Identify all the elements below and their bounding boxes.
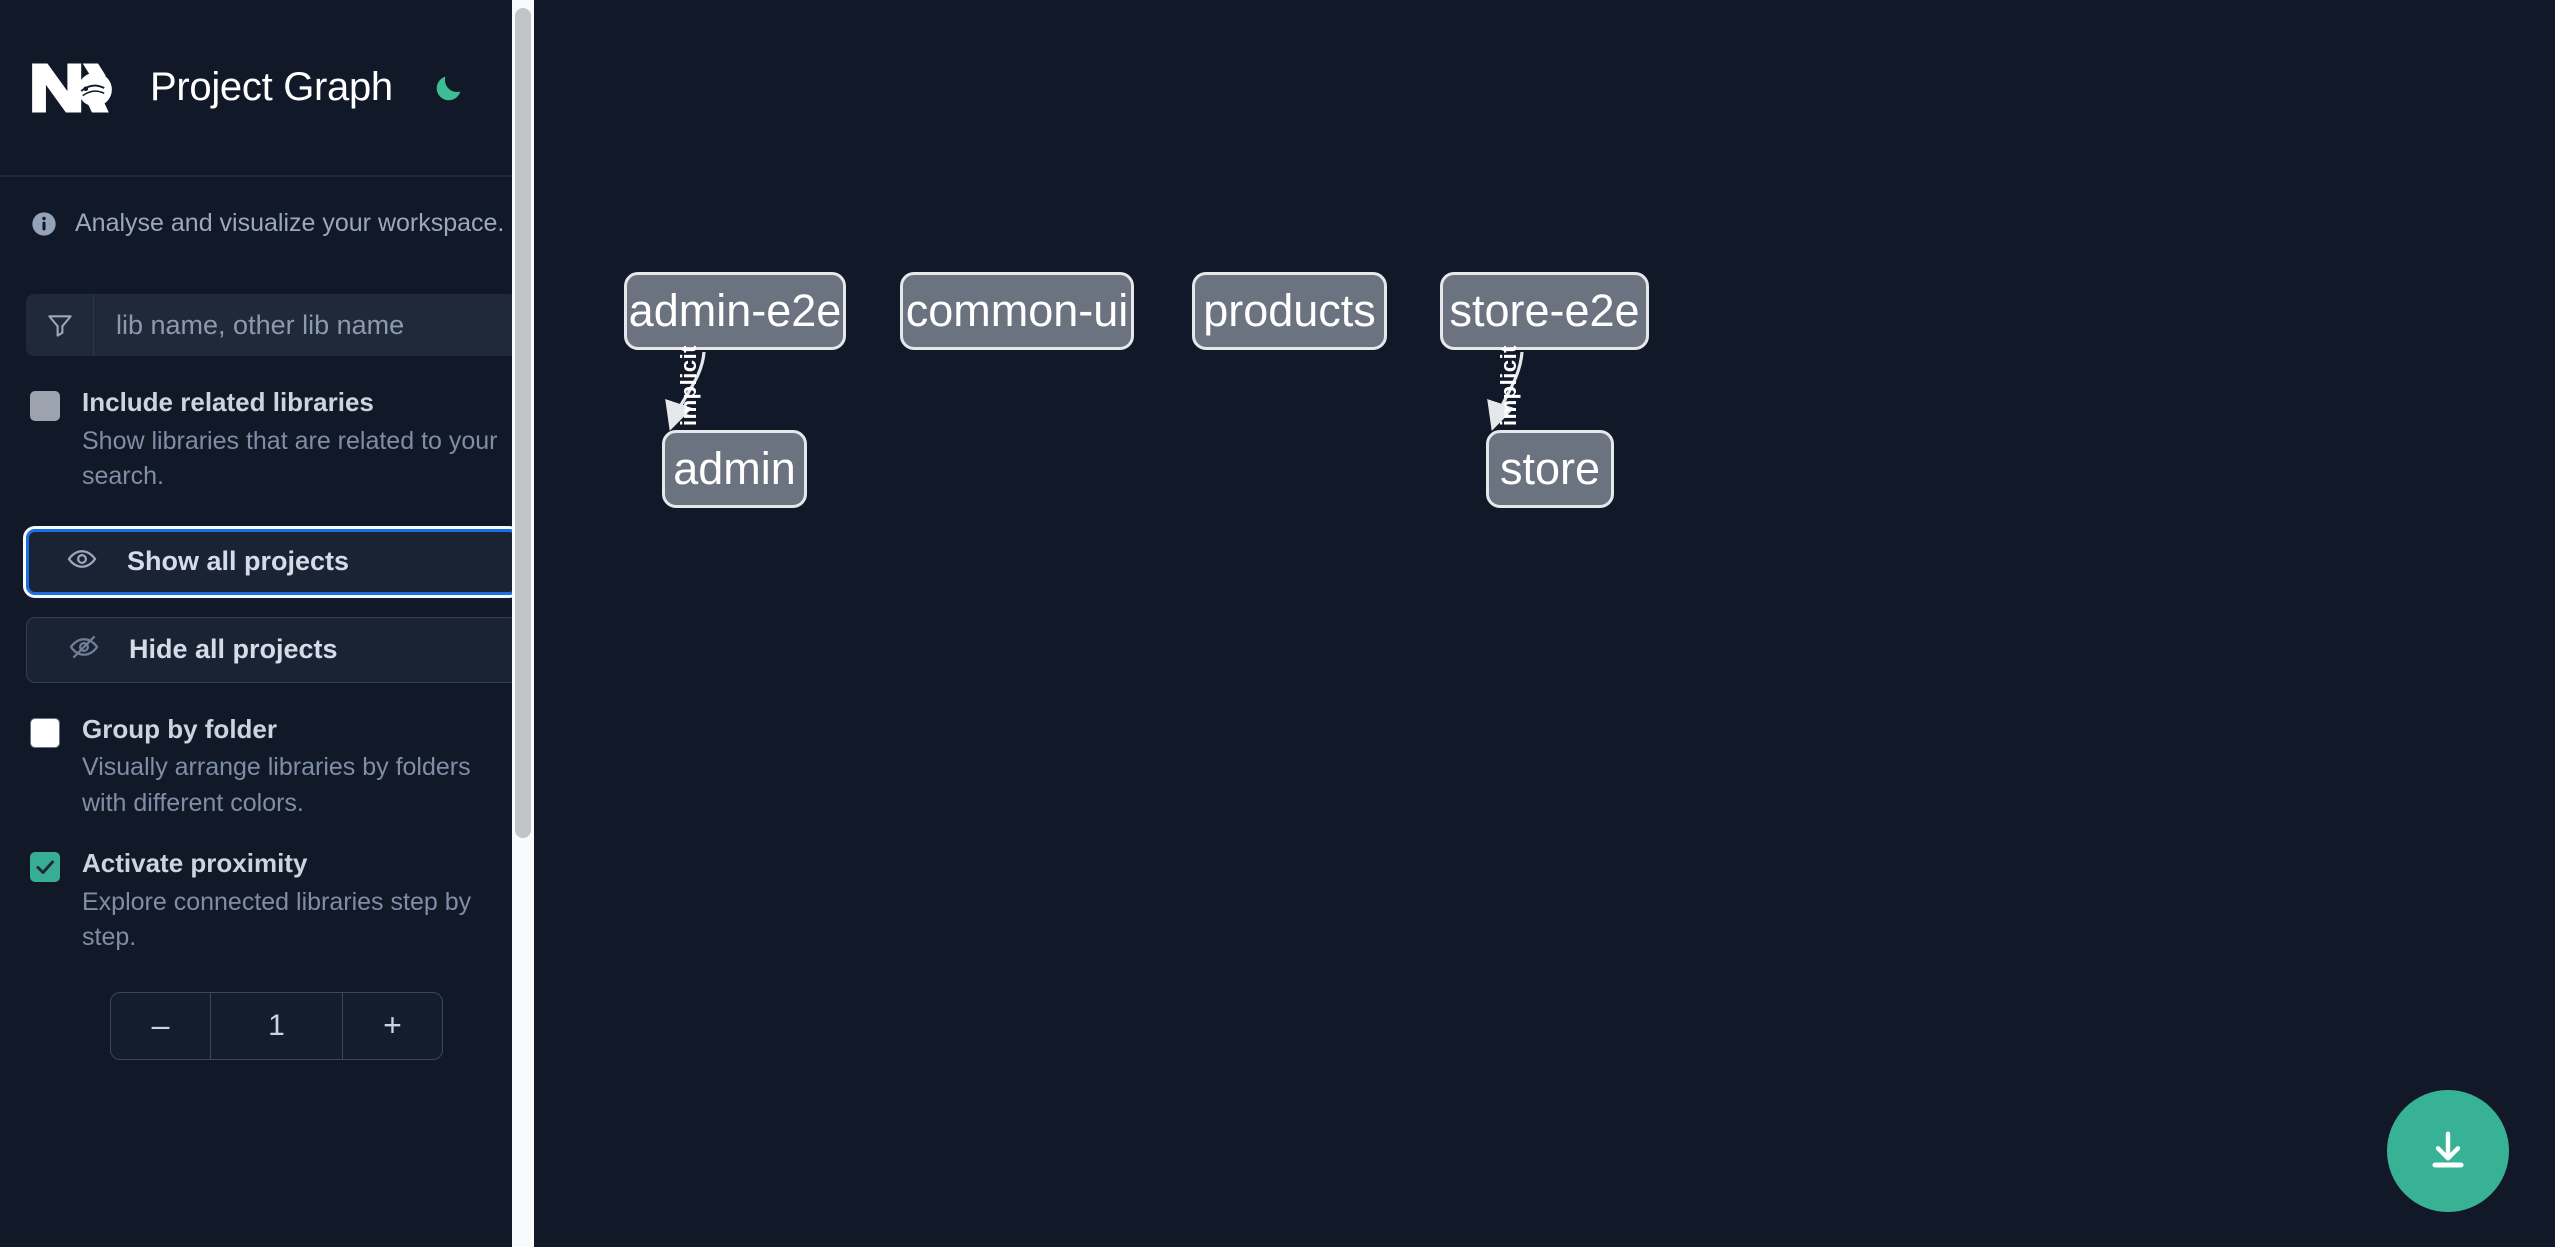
include-related-libraries-description: Show libraries that are related to your … <box>82 426 498 491</box>
eye-icon <box>67 544 97 579</box>
stepper-increment-button[interactable]: + <box>342 992 442 1059</box>
proximity-stepper-wrap: – 1 + <box>0 956 554 1100</box>
checkbox-group-by-folder[interactable]: Group by folder Visually arrange librari… <box>0 683 554 822</box>
graph-canvas[interactable]: admin-e2e common-ui products store-e2e a… <box>554 0 2555 1247</box>
filter-row <box>0 268 554 356</box>
show-all-projects-button[interactable]: Show all projects <box>23 525 521 598</box>
eye-off-icon <box>69 632 99 667</box>
group-by-folder-checkbox[interactable] <box>30 717 60 748</box>
download-icon <box>2432 1131 2464 1168</box>
activate-proximity-label: Activate proximity <box>82 848 308 878</box>
filter-box[interactable] <box>26 294 518 356</box>
workspace-info-text: Analyse and visualize your workspace. <box>75 209 505 237</box>
graph-node-label: store-e2e <box>1449 285 1640 336</box>
activate-proximity-description: Explore connected libraries step by step… <box>82 887 472 952</box>
checkmark-icon <box>36 860 54 874</box>
graph-node-label: store <box>1499 443 1601 494</box>
sidebar-header: Project Graph <box>0 0 554 177</box>
download-graph-button[interactable] <box>2387 1090 2509 1212</box>
graph-node-store[interactable]: store <box>1486 430 1614 508</box>
page-title: Project Graph <box>150 65 393 109</box>
include-related-libraries-checkbox[interactable] <box>30 391 60 421</box>
hide-all-projects-wrap: Hide all projects <box>0 595 554 683</box>
sidebar: Project Graph Analyse and visualize yo <box>0 0 554 1247</box>
graph-node-products[interactable]: products <box>1192 272 1387 350</box>
nx-logo-icon <box>26 57 118 119</box>
graph-node-label: common-ui <box>905 285 1129 336</box>
search-input[interactable] <box>94 294 518 356</box>
sidebar-scrollbar-thumb[interactable] <box>515 8 531 838</box>
proximity-stepper: – 1 + <box>110 991 443 1060</box>
stepper-value: 1 <box>268 1008 285 1042</box>
workspace-info: Analyse and visualize your workspace. <box>0 177 554 268</box>
graph-node-label: admin-e2e <box>628 285 842 336</box>
moon-icon[interactable] <box>429 68 469 108</box>
group-by-folder-description: Visually arrange libraries by folders wi… <box>82 753 471 817</box>
activate-proximity-checkbox[interactable] <box>30 852 60 882</box>
filter-funnel-icon <box>26 294 94 356</box>
include-related-libraries-label: Include related libraries <box>82 387 374 417</box>
graph-node-admin-e2e[interactable]: admin-e2e <box>624 272 846 350</box>
edge-label-store-implicit: implicit <box>1496 344 1521 426</box>
hide-all-projects-button[interactable]: Hide all projects <box>26 616 518 683</box>
sidebar-right-edge <box>534 0 554 1247</box>
show-all-projects-label: Show all projects <box>127 546 350 576</box>
graph-edges <box>665 351 1524 431</box>
graph-node-common-ui[interactable]: common-ui <box>900 272 1134 350</box>
show-all-projects-wrap: Show all projects <box>0 495 554 598</box>
edge-label-admin-implicit: implicit <box>676 344 701 426</box>
stepper-decrement-button[interactable]: – <box>111 992 211 1059</box>
hide-all-projects-label: Hide all projects <box>129 634 338 664</box>
graph-node-store-e2e[interactable]: store-e2e <box>1440 272 1649 350</box>
graph-node-label: products <box>1203 285 1376 336</box>
sidebar-scrollbar[interactable] <box>512 0 534 1247</box>
checkbox-include-related-libraries[interactable]: Include related libraries Show libraries… <box>0 356 554 495</box>
graph-node-label: admin <box>673 443 796 494</box>
graph-node-admin[interactable]: admin <box>662 430 807 508</box>
checkbox-activate-proximity[interactable]: Activate proximity Explore connected lib… <box>0 821 554 956</box>
group-by-folder-label: Group by folder <box>82 713 277 744</box>
info-icon <box>30 210 58 238</box>
